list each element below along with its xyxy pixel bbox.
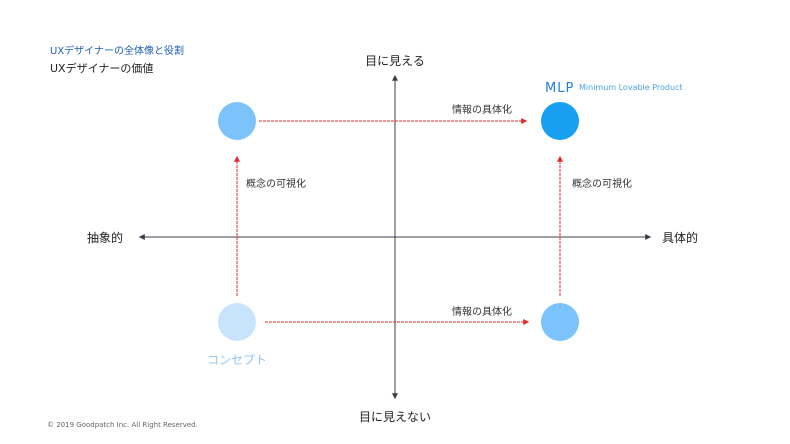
breadcrumb: UXデザイナーの全体像と役割 <box>50 46 184 57</box>
node-mlp <box>541 102 579 140</box>
node-bottom-right <box>541 303 579 341</box>
node-top-left <box>218 102 256 140</box>
step-label-left: 概念の可視化 <box>246 179 306 190</box>
step-label-right: 概念の可視化 <box>572 179 632 190</box>
step-label-top: 情報の具体化 <box>452 105 512 116</box>
axis-label-bottom: 目に見えない <box>358 410 432 424</box>
page-title: UXデザイナーの価値 <box>50 62 154 75</box>
mlp-subtitle: Minimum Lovable Product <box>579 83 683 92</box>
concept-label: コンセプト <box>206 353 268 367</box>
axis-label-top: 目に見える <box>365 54 425 68</box>
step-label-bottom: 情報の具体化 <box>452 307 512 318</box>
mlp-title: MLP <box>545 81 575 96</box>
node-concept <box>218 303 256 341</box>
axis-label-right: 具体的 <box>662 231 699 245</box>
axis-label-left: 抽象的 <box>86 231 123 245</box>
copyright: © 2019 Goodpatch Inc. All Right Reserved… <box>47 421 198 429</box>
